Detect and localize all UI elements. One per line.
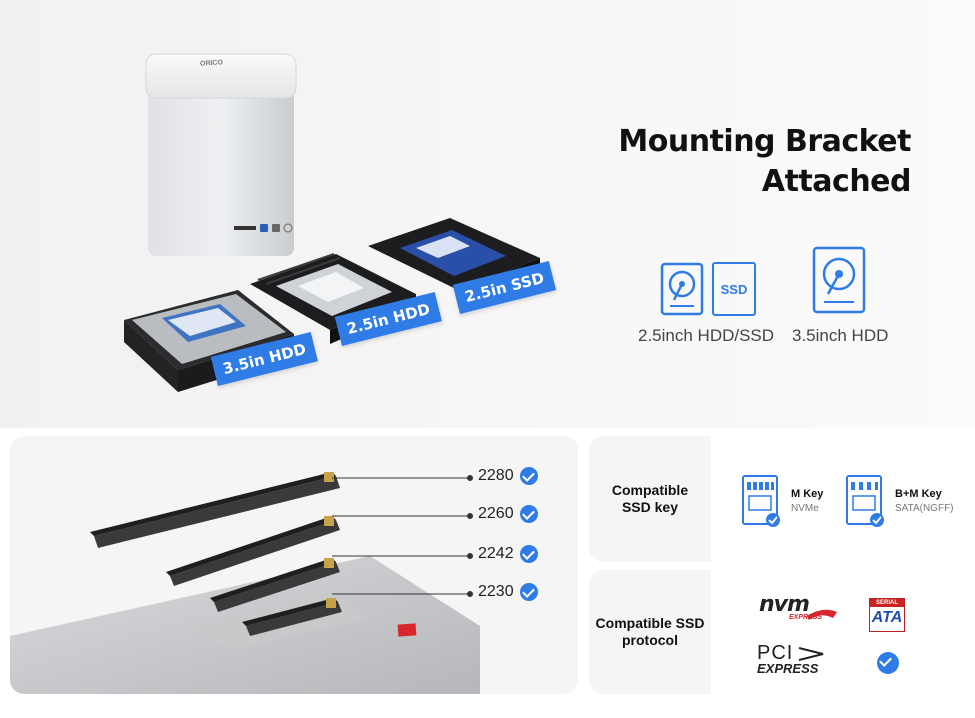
caption-35-drive: 3.5inch HDD <box>792 326 889 345</box>
check-icon <box>519 505 538 523</box>
length-row-2242: 2242 <box>478 545 538 563</box>
ssd-protocol-title-line-2: protocol <box>622 632 678 648</box>
check-icon <box>877 652 899 674</box>
nvme-swoosh-icon <box>807 609 837 620</box>
ssd-key-options: M Key NVMe B+M Key SATA(NGFF) <box>711 436 963 562</box>
pci-express-logo: PCI EXPRESS <box>757 642 824 676</box>
hero-section: ORICO 3.5in HDD 2.5in HDD 2.5in SSD Moun… <box>0 0 975 428</box>
hdd-large-icon <box>812 246 866 314</box>
sata-logo: SERIAL ATA <box>869 598 905 632</box>
length-label: 2280 <box>478 467 514 484</box>
m-key-icon <box>742 475 780 527</box>
check-icon <box>519 545 538 563</box>
length-label: 2230 <box>478 583 514 600</box>
hdd-35-illustration <box>124 290 294 392</box>
length-row-2280: 2280 <box>478 467 538 485</box>
ssd-protocol-card: Compatible SSD protocol nvm EXPRESS SERI… <box>589 570 963 694</box>
title-line-2: Attached <box>761 164 912 199</box>
hdd-icon <box>660 262 704 316</box>
page-title: Mounting Bracket Attached <box>618 122 911 202</box>
ssd-key-card: Compatible SSD key M Key NVMe B+M Key SA… <box>589 436 963 562</box>
sata-logo-top: SERIAL <box>870 599 904 607</box>
nvme-logo: nvm EXPRESS <box>759 592 837 621</box>
bm-key-sub: SATA(NGFF) <box>895 503 954 514</box>
sata-logo-main: ATA <box>871 609 903 626</box>
ssd-key-title-line-1: Compatible <box>611 482 689 498</box>
ssd-key-title-line-2: SSD key <box>621 499 679 515</box>
length-label: 2242 <box>478 545 514 562</box>
pci-arrow-icon <box>798 647 824 661</box>
nvme-logo-sub: EXPRESS <box>789 614 823 621</box>
ssd-icon: SSD <box>712 262 756 316</box>
bm-key-icon <box>846 475 884 527</box>
pci-logo-main: PCI <box>757 642 794 664</box>
bm-key-title: B+M Key <box>895 488 942 500</box>
title-line-1: Mounting Bracket <box>618 124 911 159</box>
enclosure-illustration <box>145 53 297 256</box>
m-key-sub: NVMe <box>791 503 819 514</box>
check-icon <box>519 583 538 601</box>
length-row-2260: 2260 <box>478 505 538 523</box>
ssd-protocol-options: nvm EXPRESS SERIAL ATA PCI EXPRESS <box>711 570 963 694</box>
length-row-2230: 2230 <box>478 583 538 601</box>
ssd-icon-text: SSD <box>720 281 748 297</box>
m2-illustration <box>10 472 480 694</box>
ssd-protocol-title: Compatible SSD protocol <box>589 570 711 694</box>
check-icon <box>519 467 538 485</box>
pci-logo-sub: EXPRESS <box>757 661 819 676</box>
ssd-key-title: Compatible SSD key <box>589 436 711 562</box>
nvme-logo-text: nvm <box>759 592 810 617</box>
m2-length-card: 2280 2260 2242 2230 <box>10 436 578 694</box>
ssd-protocol-title-line-1: Compatible SSD <box>595 615 705 631</box>
length-label: 2260 <box>478 505 514 522</box>
m-key-title: M Key <box>791 488 824 500</box>
caption-25-drive: 2.5inch HDD/SSD <box>638 326 775 345</box>
